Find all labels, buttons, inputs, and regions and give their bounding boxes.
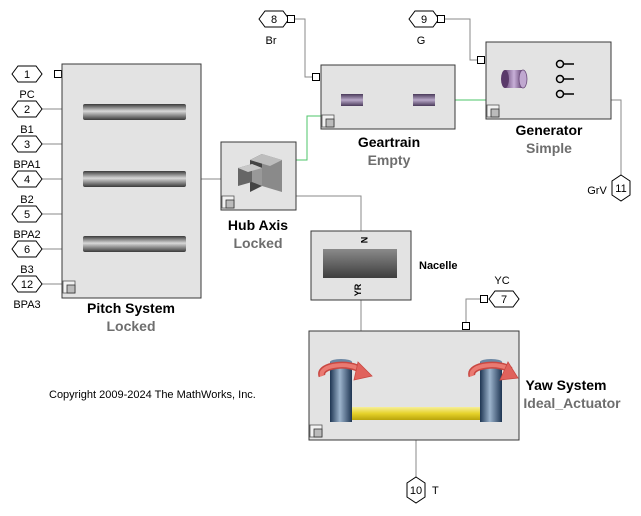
pitch-rod-3 <box>83 236 186 252</box>
subsystem-icon <box>62 280 76 294</box>
port-number: 2 <box>24 104 30 116</box>
nacelle-port-yr: YR <box>353 283 363 296</box>
gear-1 <box>341 94 363 106</box>
connection-port-marker <box>312 73 320 81</box>
port-number: 9 <box>421 14 427 26</box>
port-number: 8 <box>271 14 277 26</box>
port-label: GrV <box>587 185 607 197</box>
gear-2 <box>413 94 435 106</box>
port-label: BPA1 <box>13 159 40 171</box>
port-number: 6 <box>24 244 30 256</box>
nacelle-port-n: N <box>359 237 369 244</box>
port-label: B3 <box>20 264 33 276</box>
pitch-system-title: Pitch System <box>87 300 175 316</box>
port-tag-shape <box>11 205 43 223</box>
terminal-icons <box>555 59 574 99</box>
port-tag-shape <box>11 135 43 153</box>
generator-title: Generator <box>516 122 583 138</box>
port-label: Br <box>266 35 277 47</box>
connection-port-marker <box>462 322 470 330</box>
port-tag-shape <box>11 100 43 118</box>
hub-icon <box>238 154 282 192</box>
port-label: YC <box>494 275 509 287</box>
yaw-system-title: Yaw System <box>526 377 607 393</box>
wire-g-generator <box>441 18 481 61</box>
subsystem-icon <box>309 424 323 438</box>
pitch-rod-1 <box>83 104 186 120</box>
port-label: BPA2 <box>13 229 40 241</box>
yaw-system-subtitle: Ideal_Actuator <box>523 395 621 411</box>
wire-hub-geartrain <box>296 115 321 161</box>
connection-port-marker <box>54 70 62 78</box>
port-number: 5 <box>24 209 30 221</box>
wire-br-geartrain <box>291 18 316 78</box>
nacelle-block[interactable]: N YR Nacelle <box>310 230 458 301</box>
port-4[interactable]: 4B2 <box>11 170 43 206</box>
geartrain-title: Geartrain <box>358 134 420 150</box>
pitch-system-block[interactable]: Pitch System Locked <box>61 63 202 334</box>
port-number: 7 <box>501 294 507 306</box>
rotation-arrow-right-icon <box>468 361 519 381</box>
port-label: T <box>432 485 439 497</box>
port-label: PC <box>19 89 34 101</box>
generator-subtitle: Simple <box>526 140 572 156</box>
port-number: 3 <box>24 139 30 151</box>
port-9[interactable]: 9G <box>408 10 445 47</box>
yaw-beam <box>352 407 480 420</box>
port-2[interactable]: 2B1 <box>11 100 43 136</box>
generator-block[interactable]: Generator Simple <box>485 41 612 156</box>
hub-axis-title: Hub Axis <box>228 217 288 233</box>
wire-yc-yaw <box>465 298 485 323</box>
nacelle-title: Nacelle <box>419 260 458 272</box>
subsystem-icon <box>321 114 335 128</box>
wire-hub-nacelle <box>296 195 362 231</box>
connection-port-marker <box>480 295 488 303</box>
port-tags: 1PC2B13BPA14B25BPA26B312BPA38Br9G7YC11Gr… <box>11 10 631 504</box>
connection-port-marker <box>477 56 485 64</box>
copyright-text: Copyright 2009-2024 The MathWorks, Inc. <box>49 389 256 401</box>
nacelle-icon <box>323 249 397 278</box>
port-tag-shape <box>11 170 43 188</box>
port-tag-shape <box>488 290 520 308</box>
port-tag-shape <box>11 275 43 293</box>
pitch-system-subtitle: Locked <box>106 318 155 334</box>
connection-port-marker <box>287 15 295 23</box>
geartrain-block[interactable]: Geartrain Empty <box>320 64 456 168</box>
port-label: B2 <box>20 194 33 206</box>
wire-generator-grv <box>611 99 622 178</box>
port-tag-shape <box>11 240 43 258</box>
port-tag-shape <box>11 65 43 83</box>
port-label: B1 <box>20 124 33 136</box>
connection-port-marker <box>437 15 445 23</box>
port-6[interactable]: 6B3 <box>11 240 43 276</box>
port-label: BPA3 <box>13 299 40 311</box>
generator-icon <box>501 69 528 89</box>
port-number: 12 <box>21 279 33 291</box>
yaw-system-block[interactable]: Yaw System Ideal_Actuator <box>308 330 621 441</box>
connection-lines <box>42 18 622 479</box>
subsystem-icon <box>221 195 235 209</box>
port-10[interactable]: 10 T <box>406 476 439 504</box>
subsystem-icon <box>486 104 500 118</box>
port-label: G <box>417 35 426 47</box>
port-1[interactable]: 1PC <box>11 65 62 101</box>
port-number: 1 <box>24 69 30 81</box>
geartrain-subtitle: Empty <box>368 152 411 168</box>
port-number: 10 <box>410 485 422 497</box>
port-8[interactable]: 8Br <box>258 10 295 47</box>
port-number: 11 <box>615 183 626 195</box>
port-tag-shape <box>611 174 631 202</box>
port-11[interactable]: 11 GrV <box>587 174 631 202</box>
pitch-rod-2 <box>83 171 186 187</box>
port-7[interactable]: 7 YC <box>480 275 520 308</box>
hub-axis-block[interactable]: Hub Axis Locked <box>220 141 297 251</box>
port-tag-shape <box>406 476 426 504</box>
port-number: 4 <box>24 174 30 186</box>
rotation-arrow-left-icon <box>318 361 373 381</box>
hub-axis-subtitle: Locked <box>233 235 282 251</box>
